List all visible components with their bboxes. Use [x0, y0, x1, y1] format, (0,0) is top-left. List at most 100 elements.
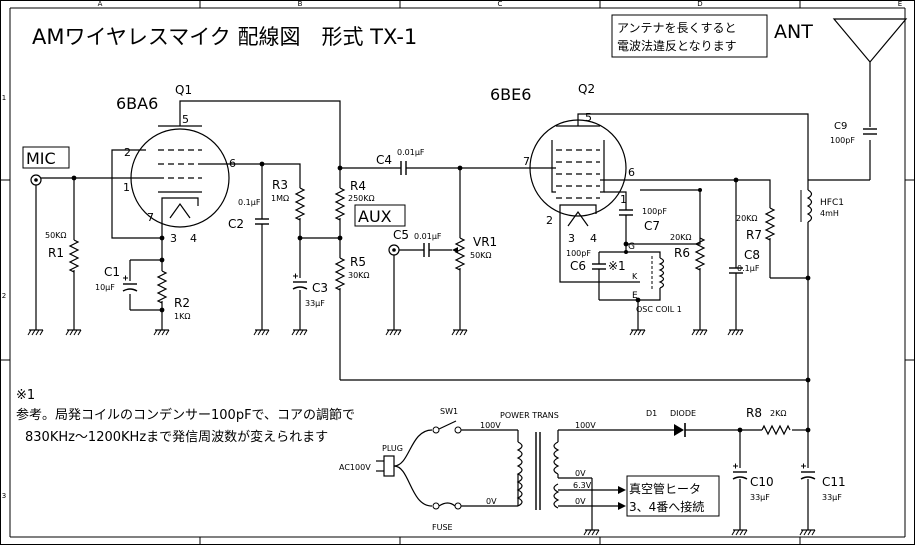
q1-pin5: 5: [182, 113, 189, 126]
heater-line-1: 真空管ヒータ: [629, 481, 701, 496]
footnote-line-2: 830KHz〜1200KHzまで発信周波数が変えられます: [25, 429, 328, 445]
c3-ref: C3: [312, 281, 328, 295]
c4-ref: C4: [376, 153, 392, 167]
grid-row-3: 3: [2, 492, 6, 500]
fuse-label: FUSE: [432, 523, 453, 532]
r5-ref: R5: [350, 255, 366, 269]
q2-pin6: 6: [628, 166, 635, 179]
hfc1-value: 4mH: [820, 209, 839, 218]
r8-ref: R8: [746, 406, 762, 420]
r7-value: 20KΩ: [736, 214, 758, 223]
r6-value: 20KΩ: [670, 233, 692, 242]
grid-row-2: 2: [2, 292, 6, 300]
plug-label: PLUG: [382, 444, 403, 453]
q1-pin1: 1: [123, 181, 130, 194]
pt-0v-left: 0V: [486, 497, 497, 506]
grid-col-d: D: [697, 0, 702, 8]
q2-pin7: 7: [523, 155, 530, 168]
q2-ref: Q2: [578, 82, 595, 96]
q2-pin1: 1: [620, 193, 627, 206]
mic-input-jack: MIC: [22, 146, 70, 186]
antenna-symbol: ANT C9 100pF: [774, 18, 908, 181]
power-trans-label: POWER TRANS: [500, 411, 559, 420]
c9-ref: C9: [834, 121, 847, 132]
grid-col-a: A: [98, 0, 103, 8]
q1-ref: Q1: [175, 83, 192, 97]
q2-pin2: 2: [546, 214, 553, 227]
ant-label: ANT: [774, 21, 813, 43]
power-supply-section: PLUG AC100V SW1 FUSE POWER TRANS 100V 0V: [339, 380, 846, 536]
q2-components: [592, 177, 813, 383]
grid-col-e: E: [898, 0, 902, 8]
footnote-mark: ※1: [16, 388, 35, 403]
c5-ref: C5: [393, 228, 409, 242]
heater-line-2: 3、4番へ接続: [629, 499, 704, 514]
ac100v-label: AC100V: [339, 463, 371, 472]
c7-ref: C7: [644, 219, 660, 233]
q1-pin2: 2: [124, 146, 131, 159]
tube-q2: 6BE6 Q2 5 7 6 1 2 3 4: [490, 82, 635, 245]
r1-value: 50KΩ: [45, 231, 67, 240]
q2-wiring: [525, 113, 809, 380]
coil-e-label: E: [632, 291, 638, 301]
c6-ref: C6: [570, 259, 586, 273]
q1-pin4: 4: [190, 232, 197, 245]
diode-name: DIODE: [670, 409, 696, 418]
q2-pin5: 5: [585, 111, 592, 124]
c3-value: 33μF: [305, 299, 325, 308]
tube-q1: 6BA6 Q1 5 2 6 1 7 3 4: [116, 83, 236, 245]
c10-value: 33μF: [750, 493, 770, 502]
c8-value: 0.1μF: [737, 264, 760, 273]
c1-ref: C1: [104, 265, 120, 279]
c2-ref: C2: [228, 217, 244, 231]
diagram-title: AMワイヤレスマイク 配線図 形式 TX-1: [32, 25, 417, 49]
r5-value: 30KΩ: [348, 271, 370, 280]
note-line-1: アンテナを長くすると: [617, 21, 737, 35]
q2-pin3: 3: [568, 232, 575, 245]
r3-ref: R3: [272, 178, 288, 192]
aux-label: AUX: [358, 207, 392, 226]
pt-63v: 6.3V: [573, 481, 592, 490]
c4-value: 0.01μF: [397, 148, 425, 157]
pt-100v-right: 100V: [575, 421, 596, 430]
pt-0v-b: 0V: [575, 497, 586, 506]
q1-type: 6BA6: [116, 94, 158, 113]
c1-value: 10μF: [95, 283, 115, 292]
r8-value: 2KΩ: [770, 409, 786, 418]
footnote: ※1 参考。局発コイルのコンデンサー100pFで、コアの調節で 830KHz〜1…: [16, 388, 355, 445]
diode-ref: D1: [646, 409, 657, 418]
c11-value: 33μF: [822, 493, 842, 502]
r2-ref: R2: [174, 296, 190, 310]
c11-ref: C11: [822, 475, 846, 489]
c6-value: 100pF: [566, 249, 591, 258]
sw1-label: SW1: [440, 407, 458, 416]
pt-100v-left: 100V: [480, 421, 501, 430]
q2-type: 6BE6: [490, 85, 531, 104]
q2-pin4: 4: [590, 232, 597, 245]
q1-components: [27, 160, 463, 336]
aux-input-jack: AUX C5 0.01μF: [354, 204, 452, 336]
c5-value: 0.01μF: [414, 232, 442, 241]
r2-value: 1KΩ: [174, 312, 190, 321]
r7-ref: R7: [746, 228, 762, 242]
vr1-value: 50KΩ: [470, 251, 492, 260]
coil-k-label: K: [632, 272, 638, 281]
r4-value: 250KΩ: [348, 194, 375, 203]
c10-ref: C10: [750, 475, 774, 489]
footnote-line-1: 参考。局発コイルのコンデンサー100pFで、コアの調節で: [16, 407, 355, 423]
vr1-ref: VR1: [473, 235, 497, 249]
osc-coil-label: OSC COIL 1: [636, 305, 682, 314]
r3-value: 1MΩ: [271, 194, 289, 203]
c8-ref: C8: [744, 248, 760, 262]
vr1-volume-control: VR1 50KΩ: [406, 167, 525, 336]
q1-wiring: [35, 100, 808, 381]
coil-mark: ※1: [608, 259, 626, 273]
q1-pin3: 3: [170, 232, 177, 245]
coil-g-label: G: [628, 242, 635, 252]
r4-ref: R4: [350, 179, 366, 193]
r6-ref: R6: [674, 246, 690, 260]
note-line-2: 電波法違反となります: [617, 39, 737, 53]
mic-label: MIC: [26, 149, 56, 168]
